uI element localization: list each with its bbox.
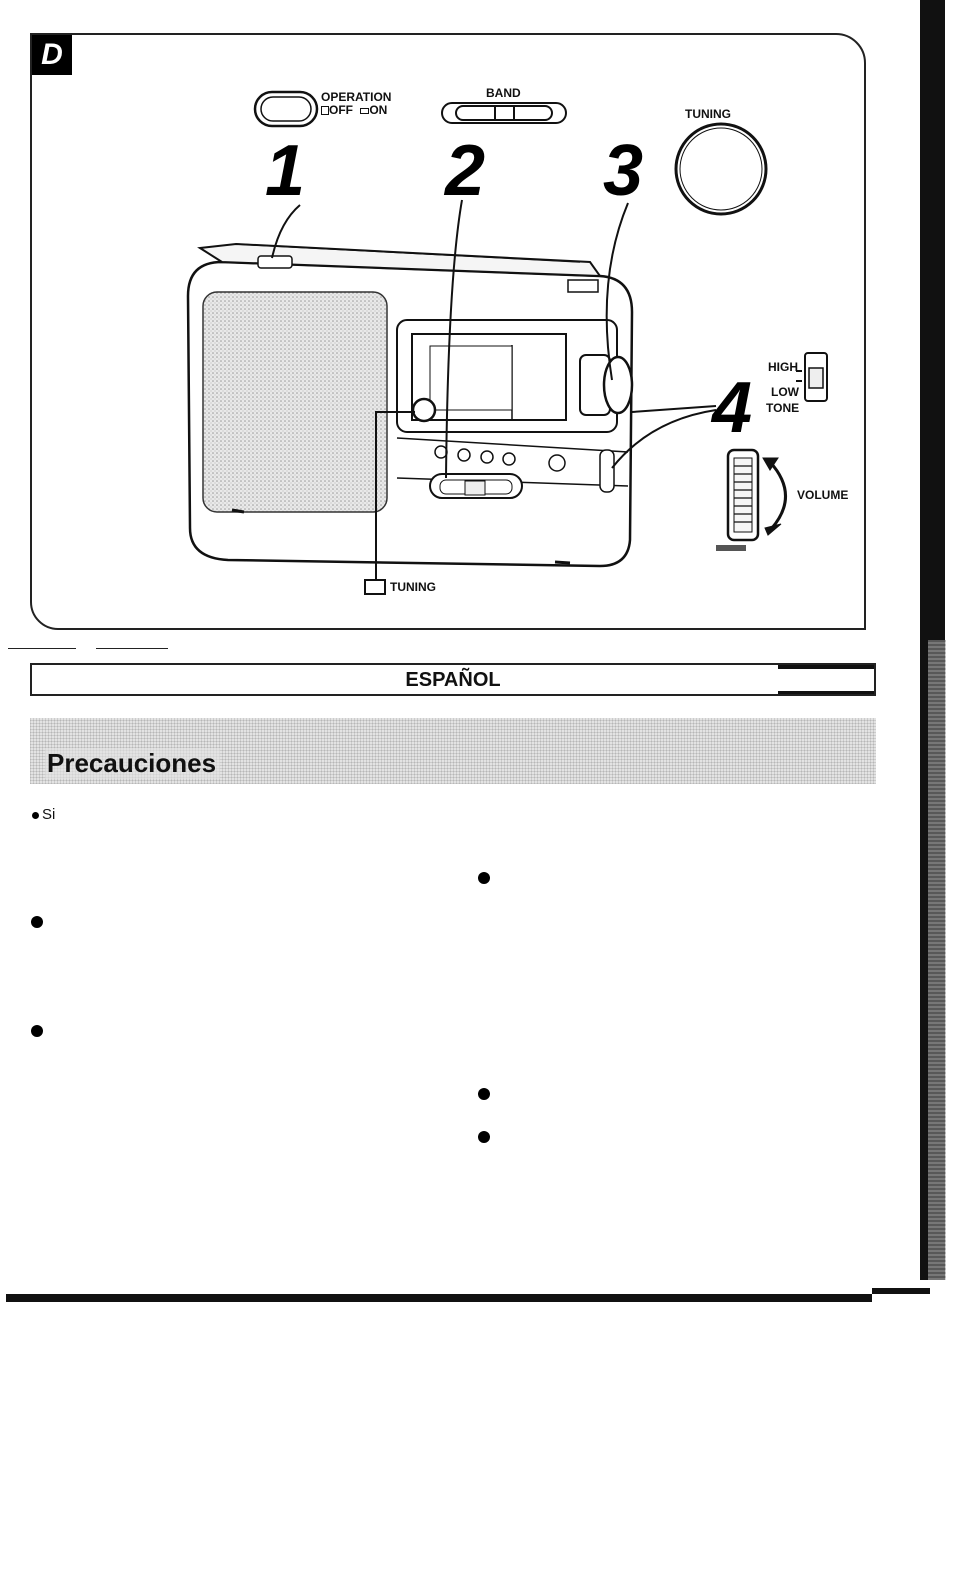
on-icon bbox=[360, 108, 370, 114]
radio-illustration bbox=[186, 90, 828, 595]
radio-body bbox=[186, 242, 634, 568]
band-label: BAND bbox=[486, 86, 521, 100]
operation-switch-callout bbox=[253, 90, 319, 128]
step-number-4: 4 bbox=[712, 368, 753, 448]
tuning-indicator-label: TUNING bbox=[390, 580, 436, 594]
list-item-text: Si bbox=[42, 806, 56, 823]
bottom-rule bbox=[872, 1288, 930, 1294]
off-icon bbox=[321, 106, 329, 115]
tuning-label: TUNING bbox=[685, 107, 731, 121]
step-number-3: 3 bbox=[603, 131, 644, 211]
tone-high-label: HIGH bbox=[768, 360, 798, 374]
leader-lines bbox=[271, 199, 717, 585]
figure-frame bbox=[30, 33, 866, 630]
bullet-icon bbox=[478, 872, 490, 884]
bottom-rule bbox=[6, 1294, 872, 1302]
precautions-heading: Precauciones bbox=[45, 748, 221, 779]
operation-label: OPERATION bbox=[321, 90, 392, 104]
volume-wheel bbox=[716, 448, 760, 551]
volume-label: VOLUME bbox=[797, 488, 849, 502]
band-switch-callout bbox=[441, 102, 567, 124]
page-edge-texture bbox=[928, 640, 946, 1280]
operation-on-label: ON bbox=[369, 103, 388, 117]
volume-arrow bbox=[762, 457, 787, 536]
bullet-icon bbox=[478, 1131, 490, 1143]
tone-label: TONE bbox=[766, 401, 800, 415]
figure-tag: D bbox=[32, 35, 72, 75]
separator-rule bbox=[8, 648, 76, 649]
tuning-indicator-square bbox=[364, 579, 386, 595]
tone-switch bbox=[796, 352, 828, 402]
tone-low-label: LOW bbox=[771, 385, 799, 399]
separator-rule bbox=[96, 648, 168, 649]
step-number-1: 1 bbox=[265, 131, 306, 211]
operation-off-label: OFF bbox=[329, 103, 353, 117]
bullet-icon bbox=[31, 916, 43, 928]
language-title: ESPAÑOL bbox=[405, 669, 501, 691]
bullet-icon bbox=[478, 1088, 490, 1100]
language-header-accent bbox=[778, 691, 874, 694]
step-number-2: 2 bbox=[445, 131, 486, 211]
language-header-accent bbox=[778, 665, 874, 669]
tuning-knob-callout bbox=[674, 122, 768, 216]
bullet-icon bbox=[31, 1025, 43, 1037]
operation-positions: OFF ON bbox=[321, 104, 387, 117]
list-item: Si bbox=[32, 806, 55, 823]
language-header: ESPAÑOL bbox=[30, 663, 876, 696]
bullet-icon bbox=[32, 811, 39, 819]
